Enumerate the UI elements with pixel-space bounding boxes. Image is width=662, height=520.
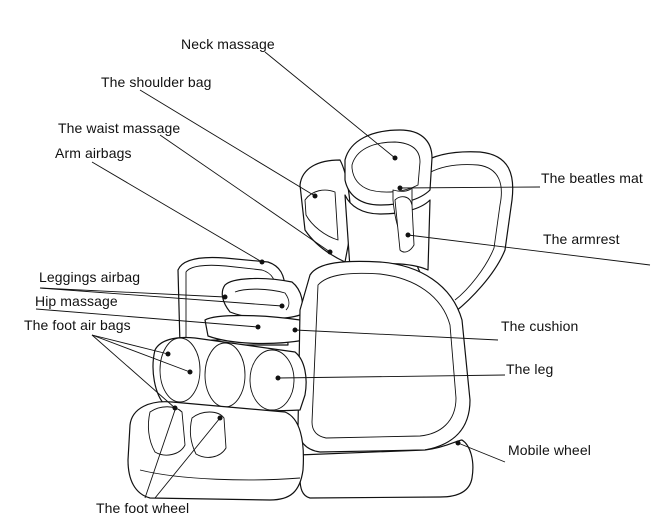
label-arm-airbags: Arm airbags: [55, 145, 132, 161]
leg-pad: [249, 349, 295, 411]
label-neck-massage: Neck massage: [181, 36, 275, 52]
label-waist-massage: The waist massage: [58, 120, 181, 136]
label-foot-wheel: The foot wheel: [96, 500, 190, 516]
label-leg: The leg: [506, 361, 554, 377]
label-leggings-airbag: Leggings airbag: [39, 269, 141, 285]
foot-air-bag-left: [159, 337, 201, 403]
armrest-pad: [394, 196, 415, 253]
label-mobile-wheel: Mobile wheel: [508, 442, 591, 458]
leggings-inner: [234, 288, 290, 311]
headrest-inner: [351, 141, 421, 193]
foot-base-line: [139, 469, 301, 481]
label-beatles-mat: The beatles mat: [541, 170, 643, 186]
foot-right-inner: [189, 411, 227, 458]
hip-massage-shape: [204, 314, 306, 345]
cushion-inner: [311, 272, 457, 439]
chair-outline: [127, 129, 514, 501]
foot-left-inner: [147, 406, 186, 456]
label-foot-air-bags: The foot air bags: [24, 317, 131, 333]
leader-lines: [35, 51, 651, 499]
label-hip-massage: Hip massage: [35, 293, 118, 309]
shoulder-bag-inner: [304, 189, 339, 241]
mobile-wheel-shape: [297, 439, 474, 499]
label-cushion: The cushion: [501, 318, 579, 334]
label-armrest: The armrest: [543, 231, 620, 247]
label-shoulder-bag: The shoulder bag: [101, 74, 212, 90]
foot-air-bag-mid: [204, 342, 246, 408]
